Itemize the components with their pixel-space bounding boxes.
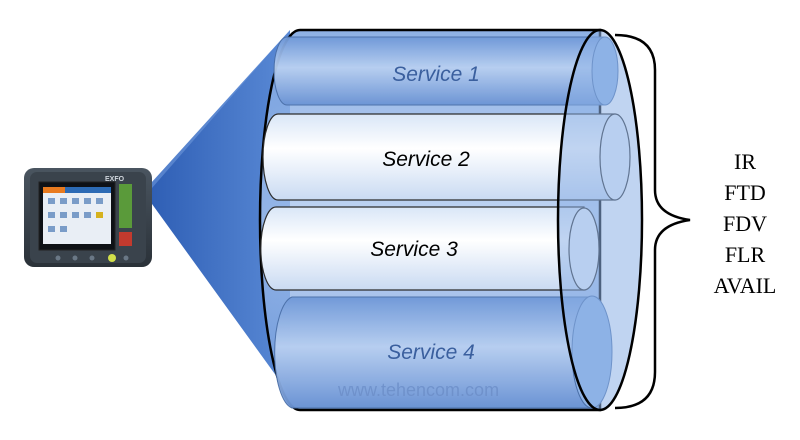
metrics-list: IR FTD FDV FLR AVAIL [690,146,800,301]
connection-cone [152,30,290,395]
metric-ir: IR [734,149,756,174]
metrics-brace [614,33,691,410]
metric-flr: FLR [724,242,766,267]
watermark-text: www.tehencom.com [338,380,500,400]
test-device: EXFO [24,168,152,267]
service-label-2: Service 2 [382,148,470,171]
service-tube-3: Service 3 [260,206,600,291]
metric-ftd: FTD [724,180,766,205]
device-brand-logo: EXFO [105,176,125,183]
service-label-3: Service 3 [370,238,458,261]
service-label-1: Service 1 [392,63,480,86]
service-tube-1: Service 1 [273,36,619,106]
metric-avail: AVAIL [713,273,777,298]
service-label-4: Service 4 [387,341,475,364]
metric-fdv: FDV [722,211,767,236]
cylinder-end-face [556,28,644,412]
